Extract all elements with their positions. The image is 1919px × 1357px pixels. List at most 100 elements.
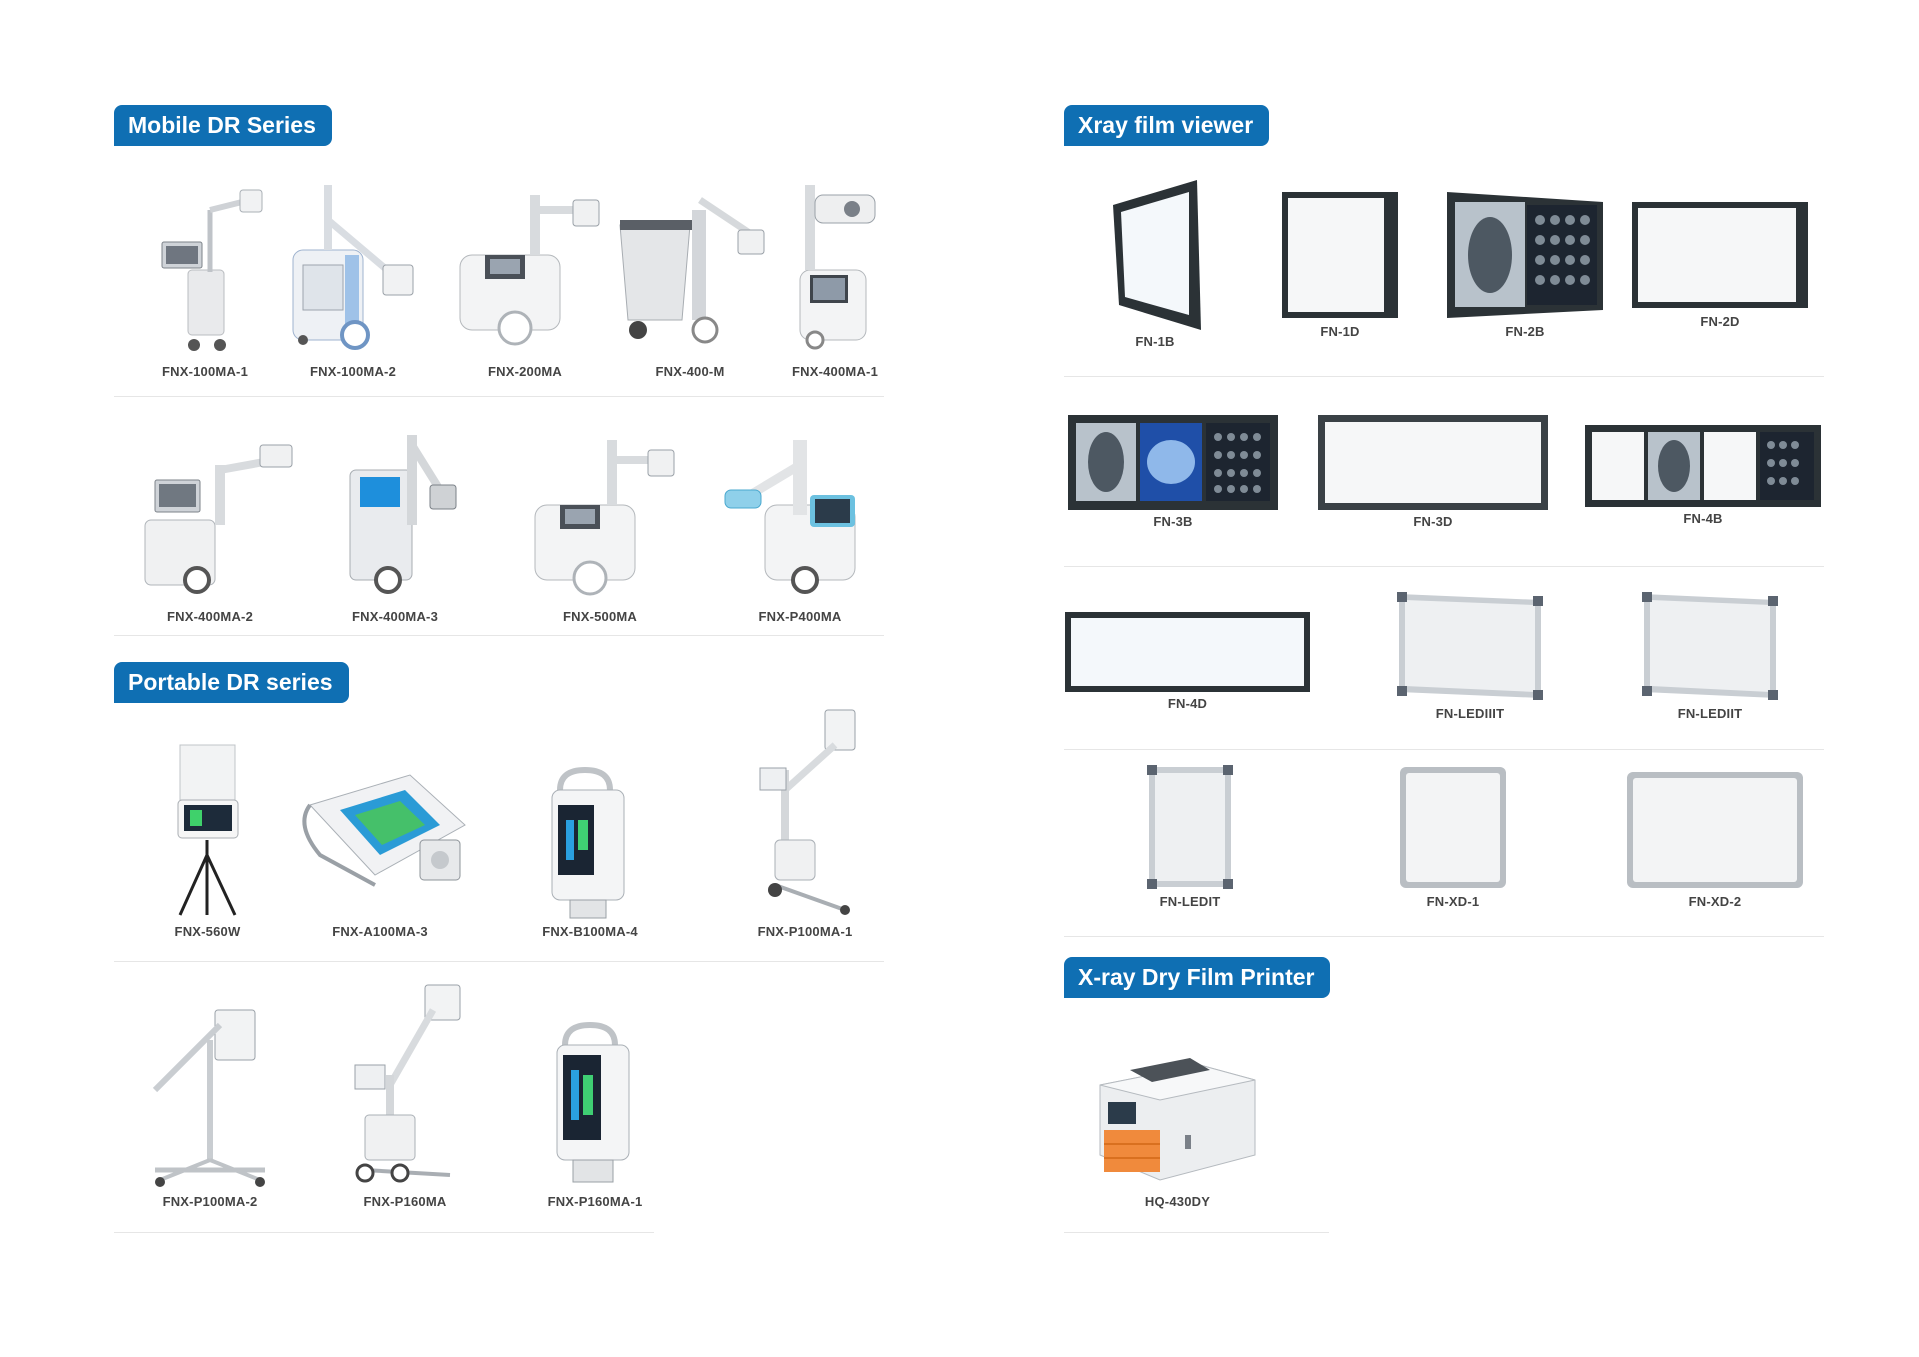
product-card[interactable]: FNX-100MA-1 — [140, 180, 270, 379]
product-card[interactable]: FNX-400MA-2 — [125, 425, 295, 624]
film-viewer-image — [1585, 425, 1821, 507]
product-card[interactable]: FNX-P100MA-2 — [145, 1009, 275, 1209]
product-card[interactable]: FNX-P160MA-1 — [545, 1020, 645, 1209]
film-viewer-image — [1447, 192, 1603, 318]
section-title-film-viewer: Xray film viewer — [1064, 105, 1270, 146]
film-viewer-image — [1642, 592, 1778, 700]
product-card[interactable]: FN-1B — [1105, 180, 1205, 349]
product-card[interactable]: FNX-P100MA-1 — [745, 709, 865, 939]
product-card[interactable]: FN-4D — [1065, 612, 1310, 711]
mobile-xray-unit-image — [349, 435, 457, 594]
product-label: FNX-P160MA-1 — [547, 1194, 643, 1209]
product-card[interactable]: FN-4B — [1585, 425, 1821, 526]
film-viewer-image — [1632, 202, 1808, 308]
product-card[interactable]: HQ-430DY — [1090, 1040, 1265, 1209]
portable-xray-unit-image — [302, 774, 466, 887]
product-label: FN-2B — [1505, 324, 1545, 339]
row-divider — [1064, 749, 1824, 750]
product-label: FNX-A100MA-3 — [332, 924, 428, 939]
product-label: HQ-430DY — [1144, 1194, 1211, 1209]
film-viewer-image — [1113, 180, 1201, 330]
product-label: FN-LEDIT — [1159, 894, 1221, 909]
product-label: FNX-P400MA — [758, 609, 842, 624]
film-viewer-image — [1068, 415, 1278, 510]
product-label: FNX-100MA-1 — [162, 364, 248, 379]
product-label: FNX-P160MA — [363, 1194, 447, 1209]
product-label: FNX-560W — [174, 924, 241, 939]
mobile-xray-unit-image — [799, 185, 876, 350]
product-label: FN-4D — [1167, 696, 1208, 711]
product-card[interactable]: FNX-400MA-3 — [330, 425, 460, 624]
product-label: FN-XD-1 — [1426, 894, 1480, 909]
mobile-xray-unit-image — [724, 440, 856, 594]
film-viewer-image — [1065, 612, 1310, 692]
row-divider — [1064, 936, 1824, 937]
mobile-xray-unit-image — [161, 189, 263, 351]
mobile-xray-unit-image — [292, 185, 414, 350]
product-card[interactable]: FNX-P400MA — [720, 425, 880, 624]
row-divider — [1064, 566, 1824, 567]
film-viewer-image — [1397, 592, 1543, 700]
section-title-film-printer: X-ray Dry Film Printer — [1064, 957, 1331, 998]
mobile-xray-unit-image — [619, 197, 765, 344]
row-divider — [1064, 1232, 1329, 1233]
product-card[interactable]: FNX-400MA-1 — [780, 180, 890, 379]
product-label: FNX-500MA — [562, 609, 638, 624]
row-divider — [114, 635, 884, 636]
product-label: FN-XD-2 — [1688, 894, 1742, 909]
product-card[interactable]: FN-1D — [1280, 190, 1400, 339]
product-card[interactable]: FN-3D — [1318, 415, 1548, 529]
film-printer-image — [1099, 1058, 1256, 1181]
portable-xray-unit-image — [556, 1021, 630, 1183]
portable-xray-unit-image — [152, 1009, 265, 1187]
product-label: FNX-P100MA-1 — [757, 924, 853, 939]
product-label: FN-LEDIIIT — [1435, 706, 1505, 721]
product-card[interactable]: FN-LEDIT — [1145, 765, 1235, 909]
mobile-xray-unit-image — [534, 440, 675, 596]
section-title-mobile-dr: Mobile DR Series — [114, 105, 332, 146]
product-label: FNX-100MA-2 — [310, 364, 396, 379]
film-viewer-image — [1282, 192, 1398, 318]
mobile-xray-unit-image — [459, 195, 600, 346]
film-viewer-image — [1147, 765, 1233, 889]
film-viewer-image — [1627, 772, 1803, 888]
product-label: FNX-400MA-3 — [352, 609, 438, 624]
product-label: FNX-B100MA-4 — [542, 924, 638, 939]
product-label: FNX-400MA-2 — [167, 609, 253, 624]
product-label: FNX-400MA-1 — [792, 364, 878, 379]
film-viewer-image — [1400, 767, 1506, 888]
section-title-portable-dr: Portable DR series — [114, 662, 349, 703]
product-label: FN-2D — [1700, 314, 1740, 329]
product-label: FN-1D — [1320, 324, 1360, 339]
product-label: FN-1B — [1135, 334, 1175, 349]
product-label: FNX-400-M — [655, 364, 725, 379]
product-card[interactable]: FNX-500MA — [520, 425, 680, 624]
product-card[interactable]: FN-XD-2 — [1625, 770, 1805, 909]
product-card[interactable]: FN-XD-1 — [1398, 765, 1508, 909]
row-divider — [114, 1232, 654, 1233]
product-card[interactable]: FN-2B — [1445, 190, 1605, 339]
mobile-xray-unit-image — [144, 444, 293, 594]
product-card[interactable]: FNX-200MA — [445, 180, 605, 379]
product-card[interactable]: FNX-B100MA-4 — [540, 765, 640, 939]
product-card[interactable]: FN-LEDIIIT — [1395, 592, 1545, 721]
product-card[interactable]: FN-LEDIIT — [1640, 592, 1780, 721]
portable-xray-unit-image — [551, 766, 625, 919]
product-card[interactable]: FNX-A100MA-3 — [290, 765, 470, 939]
product-card[interactable]: FN-3B — [1068, 415, 1278, 529]
product-label: FN-LEDIIT — [1677, 706, 1743, 721]
product-card[interactable]: FNX-400-M — [610, 180, 770, 379]
product-card[interactable]: FNX-P160MA — [345, 984, 465, 1209]
portable-xray-unit-image — [354, 984, 461, 1183]
product-label: FNX-P100MA-2 — [162, 1194, 258, 1209]
product-card[interactable]: FN-2D — [1630, 200, 1810, 329]
row-divider — [1064, 376, 1824, 377]
product-card[interactable]: FNX-560W — [160, 744, 255, 939]
product-label: FN-3B — [1153, 514, 1193, 529]
portable-xray-unit-image — [177, 744, 239, 916]
product-label: FN-4B — [1683, 511, 1723, 526]
row-divider — [114, 396, 884, 397]
product-label: FNX-200MA — [487, 364, 563, 379]
product-card[interactable]: FNX-100MA-2 — [283, 180, 423, 379]
